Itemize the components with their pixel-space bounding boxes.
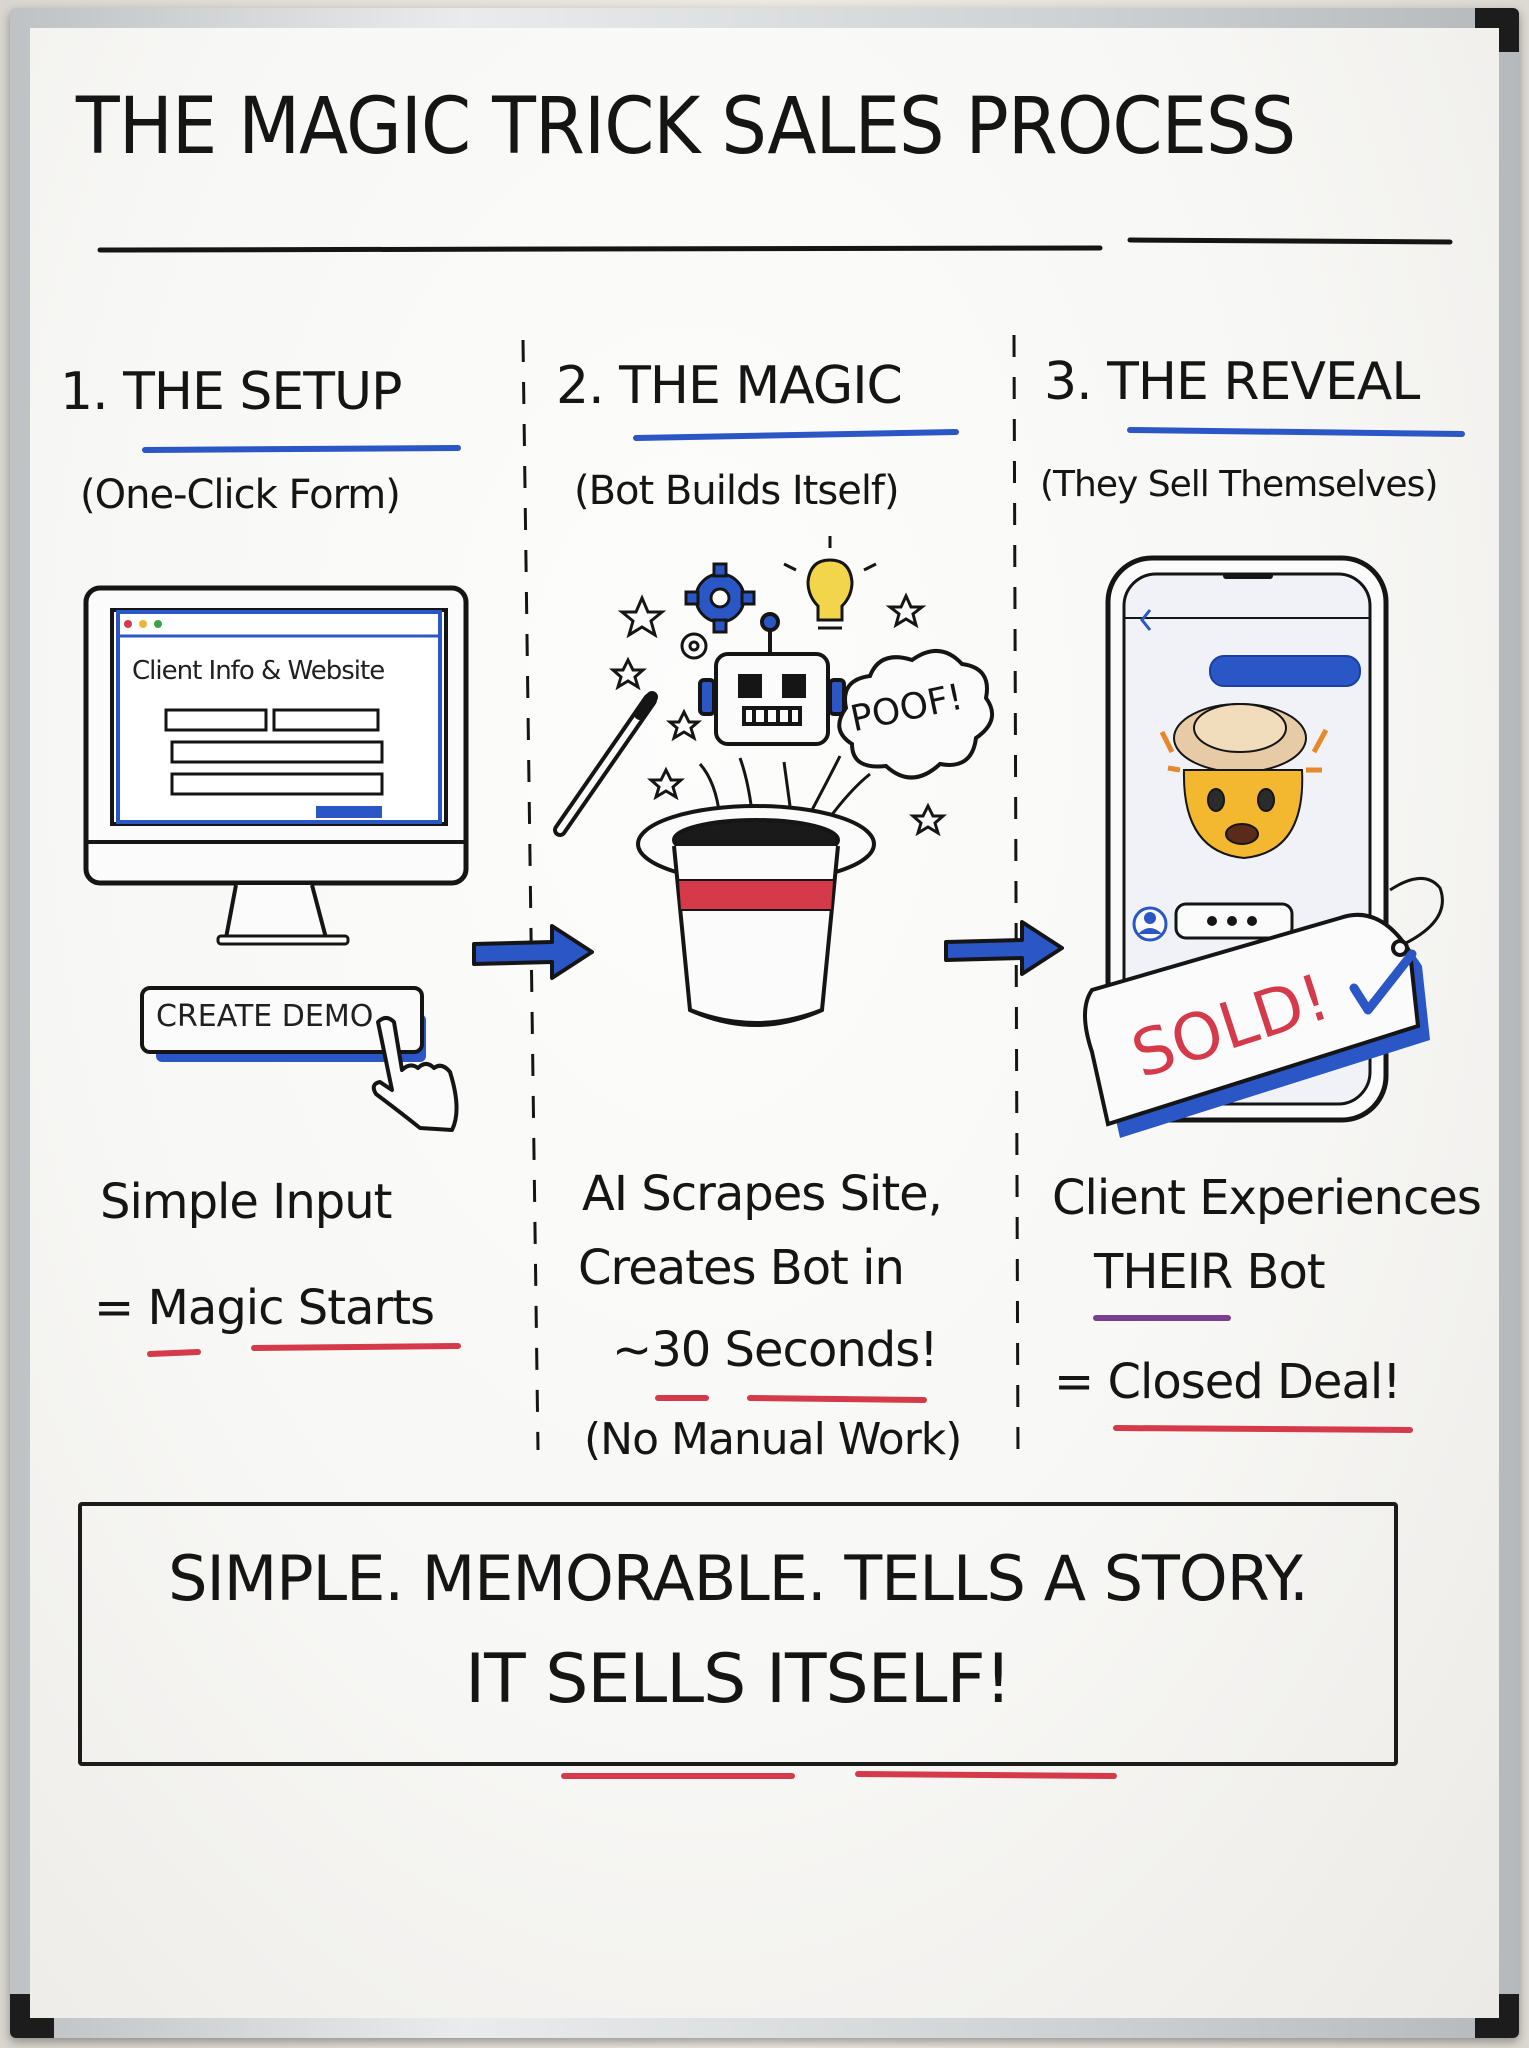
poof-bubble (837, 649, 995, 780)
arrow-right-icon (472, 924, 594, 980)
heading1-underline (142, 445, 461, 453)
summary-line1: SIMPLE. MEMORABLE. TELLS A STORY. (168, 1542, 1309, 1615)
gear-icon (684, 562, 756, 634)
gear-icon (680, 632, 708, 660)
summary-box (78, 1502, 1398, 1766)
column2-desc-line3: ~30 Seconds! (612, 1322, 938, 1378)
summary-line2: IT SELLS ITSELF! (465, 1640, 1012, 1719)
column1-desc-line1: Simple Input (100, 1174, 392, 1230)
desc1-underline-b (251, 1343, 461, 1351)
desc1-underline-a (147, 1349, 201, 1357)
column3-heading: 3. THE REVEAL (1044, 352, 1420, 412)
lightbulb-icon (783, 536, 877, 630)
board-title: THE MAGIC TRICK SALES PROCESS (75, 82, 1296, 172)
arrow-right-icon (944, 920, 1064, 976)
create-demo-label: CREATE DEMO (156, 999, 374, 1034)
column2-heading: 2. THE MAGIC (556, 356, 903, 416)
column1-heading: 1. THE SETUP (60, 362, 402, 422)
column3-desc-line1: Client Experiences (1052, 1170, 1482, 1226)
mind-blown-emoji-icon (1159, 703, 1329, 860)
user-avatar-icon (1132, 906, 1168, 942)
column3-desc-line3: = Closed Deal! (1054, 1354, 1401, 1410)
column-divider-left (521, 339, 540, 1451)
column1-desc-line2: = Magic Starts (94, 1280, 435, 1336)
bottom-underline-itself (855, 1771, 1117, 1779)
monitor-screen-label: Client Info & Website (132, 656, 385, 686)
title-underline-left (97, 245, 1103, 253)
column2-desc-line1: AI Scrapes Site, (582, 1166, 943, 1222)
column-divider-right (1012, 334, 1020, 1461)
top-hat-icon (636, 804, 876, 1027)
checkmark-icon (1349, 949, 1417, 1015)
desc3-underline-closed (1113, 1425, 1413, 1433)
robot-icon (698, 612, 846, 746)
column3-subheading: (They Sell Themselves) (1040, 464, 1438, 505)
monitor-icon (83, 585, 469, 946)
desc2-underline-seconds (747, 1395, 927, 1403)
column2-desc-line2: Creates Bot in (578, 1240, 905, 1296)
create-demo-button-drawing (140, 986, 426, 1062)
heading3-underline (1127, 427, 1465, 437)
column1-subheading: (One-Click Form) (80, 472, 401, 518)
hand-cursor-icon (371, 1016, 459, 1132)
star-icon (609, 592, 947, 837)
column3-desc-line2: THEIR Bot (1094, 1244, 1326, 1300)
price-tag-icon (1083, 877, 1444, 1138)
heading2-underline (633, 429, 959, 441)
magic-wand-icon (553, 691, 658, 837)
column2-subheading: (Bot Builds Itself) (574, 468, 900, 514)
column2-desc-line4: (No Manual Work) (584, 1414, 962, 1465)
title-underline-right (1127, 237, 1453, 245)
